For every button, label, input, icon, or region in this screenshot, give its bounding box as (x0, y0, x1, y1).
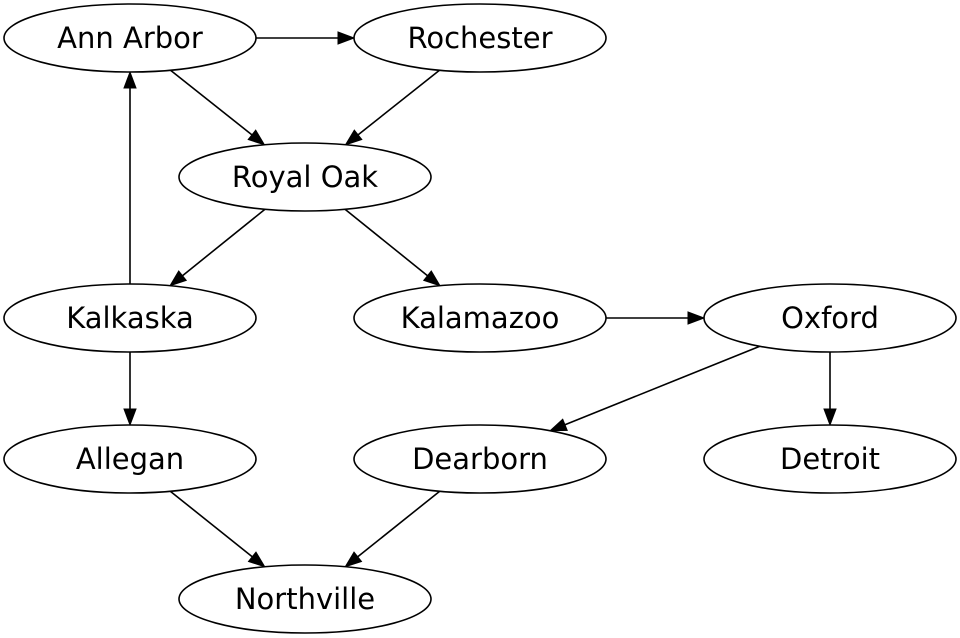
edge-kalkaska-to-allegan (123, 352, 137, 427)
node-ellipse (703, 283, 957, 353)
node-label: Ann Arbor (57, 21, 203, 55)
edge-line (357, 69, 440, 136)
edge-kalamazoo-to-oxford (606, 311, 706, 325)
edges-layer (123, 31, 837, 568)
node-label: Allegan (76, 442, 184, 476)
node-label: Rochester (408, 21, 553, 55)
arrow-head-icon (247, 129, 266, 146)
arrow-head-icon (123, 70, 137, 89)
node-oxford: Oxford (703, 283, 957, 353)
edge-royal-oak-to-kalamazoo (344, 208, 442, 287)
node-label: Kalkaska (66, 301, 194, 335)
node-ellipse (178, 564, 432, 634)
edge-allegan-to-northville (169, 490, 266, 568)
node-label: Dearborn (412, 442, 548, 476)
arrow-head-icon (422, 270, 442, 287)
node-label: Northville (235, 582, 375, 616)
node-ellipse (3, 283, 257, 353)
arrow-head-icon (168, 270, 188, 287)
edge-oxford-to-dearborn (548, 345, 761, 432)
node-ellipse (3, 424, 257, 494)
arrow-head-icon (123, 408, 137, 427)
edge-rochester-to-royal-oak (344, 69, 440, 146)
node-label: Kalamazoo (401, 301, 560, 335)
node-ellipse (353, 424, 607, 494)
edge-line (181, 208, 266, 277)
node-dearborn: Dearborn (353, 424, 607, 494)
arrow-head-icon (344, 551, 363, 568)
node-label: Oxford (781, 301, 879, 335)
node-ellipse (3, 3, 257, 73)
edge-ann-arbor-to-royal-oak (170, 69, 266, 146)
edge-line (170, 69, 253, 136)
edge-kalkaska-to-ann-arbor (123, 70, 137, 284)
edge-line (169, 490, 253, 558)
node-label: Detroit (780, 442, 880, 476)
node-northville: Northville (178, 564, 432, 634)
node-ellipse (353, 3, 607, 73)
edge-line (357, 490, 441, 558)
arrow-head-icon (687, 311, 706, 325)
arrow-head-icon (344, 129, 363, 146)
node-ellipse (178, 142, 432, 212)
arrow-head-icon (823, 408, 837, 427)
arrow-head-icon (337, 31, 356, 45)
node-ellipse (703, 424, 957, 494)
edge-oxford-to-detroit (823, 352, 837, 427)
edge-dearborn-to-northville (344, 490, 441, 568)
node-ellipse (353, 283, 607, 353)
node-ann-arbor: Ann Arbor (3, 3, 257, 73)
node-kalkaska: Kalkaska (3, 283, 257, 353)
node-allegan: Allegan (3, 424, 257, 494)
edge-ann-arbor-to-rochester (256, 31, 356, 45)
arrow-head-icon (548, 418, 568, 432)
node-rochester: Rochester (353, 3, 607, 73)
node-detroit: Detroit (703, 424, 957, 494)
node-label: Royal Oak (232, 160, 378, 194)
edge-royal-oak-to-kalkaska (168, 208, 266, 287)
edge-line (344, 208, 429, 277)
edge-line (564, 345, 761, 426)
node-kalamazoo: Kalamazoo (353, 283, 607, 353)
node-royal-oak: Royal Oak (178, 142, 432, 212)
arrow-head-icon (247, 551, 266, 568)
